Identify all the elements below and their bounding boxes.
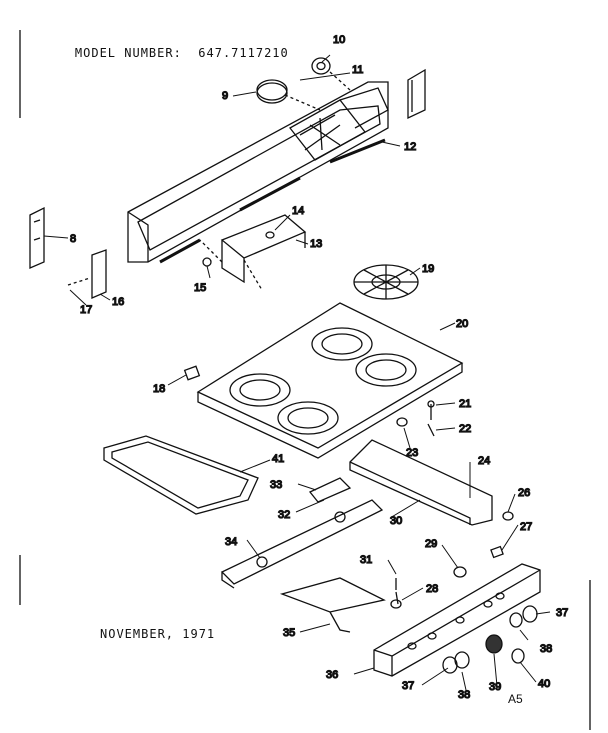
callout-numbers: 10 11 9 12 8 14 13 15 16 17 19 20 18 21 … (69, 33, 569, 701)
control-knobs (442, 605, 538, 674)
side-bracket (29, 206, 45, 269)
mounting-bracket (91, 249, 107, 299)
callout-36: 36 (326, 669, 338, 681)
hinge-clip (183, 365, 201, 381)
callout-23: 23 (406, 447, 418, 459)
callout-32: 32 (278, 509, 290, 521)
callout-35: 35 (283, 627, 295, 639)
callout-20: 20 (456, 318, 468, 330)
model-number-value: 647.7117210 (198, 46, 289, 60)
callout-34: 34 (225, 536, 237, 548)
broiler-rack (279, 577, 386, 633)
callout-11: 11 (352, 64, 363, 76)
screw (427, 404, 435, 437)
callout-38b: 38 (458, 689, 470, 701)
backguard-panel (127, 81, 389, 264)
burner-grate (353, 264, 419, 300)
callout-21: 21 (459, 398, 471, 410)
callout-28: 28 (426, 583, 438, 595)
callout-26: 26 (518, 487, 530, 499)
lower-rail (220, 499, 384, 589)
control-panel (373, 563, 541, 677)
end-cap-right (407, 68, 426, 120)
drip-pan (103, 435, 259, 515)
callout-39: 39 (489, 681, 501, 693)
callout-37a: 37 (556, 607, 568, 619)
leader-lines (43, 54, 551, 691)
callout-27: 27 (520, 521, 532, 533)
callout-17: 17 (80, 304, 92, 316)
callout-30: 30 (390, 515, 402, 527)
callout-29: 29 (425, 538, 437, 550)
callout-41: 41 (272, 453, 284, 465)
callout-16: 16 (112, 296, 124, 308)
grommet (396, 417, 408, 427)
callout-12: 12 (404, 141, 416, 153)
callout-8: 8 (70, 233, 76, 245)
callout-22: 22 (459, 423, 471, 435)
callout-38a: 38 (540, 643, 552, 655)
callout-33: 33 (270, 479, 282, 491)
clock-housing (220, 214, 307, 284)
callout-9: 9 (222, 90, 228, 102)
date-label: NOVEMBER, 1971 (100, 627, 216, 641)
diagram-code: A5 (508, 692, 523, 706)
valve-knob-stem (453, 566, 467, 578)
callout-13: 13 (310, 238, 322, 250)
callout-31: 31 (360, 554, 372, 566)
timer-knob (311, 57, 331, 75)
burner-valve-bracket (308, 477, 352, 503)
manifold-support (349, 439, 493, 526)
callout-14: 14 (292, 205, 304, 217)
callout-37b: 37 (402, 680, 414, 692)
model-number-label: MODEL NUMBER: (74, 46, 182, 60)
screw (395, 578, 399, 605)
callout-24: 24 (478, 455, 490, 467)
callout-10: 10 (333, 34, 345, 46)
grommet (202, 257, 212, 267)
callout-40: 40 (538, 678, 550, 690)
callout-15: 15 (194, 282, 206, 294)
cooktop (196, 302, 464, 459)
callout-18: 18 (153, 383, 165, 395)
model-number-line: MODEL NUMBER: 647.7117210 (42, 32, 289, 74)
callout-19: 19 (422, 263, 434, 275)
